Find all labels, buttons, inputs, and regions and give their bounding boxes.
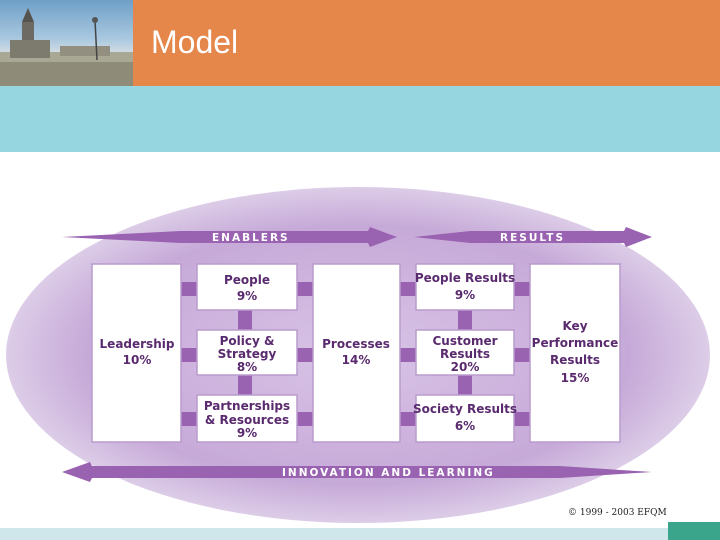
enablers-label: ENABLERS	[212, 232, 290, 244]
customer-results-box	[415, 329, 515, 376]
title-bar: Model	[133, 0, 720, 86]
policy-strategy-box	[196, 329, 298, 376]
people-results-name: People Results	[415, 271, 515, 285]
subtitle-band	[0, 86, 720, 152]
partnerships-line1: Partnerships	[204, 399, 290, 413]
society-results-name: Society Results	[413, 402, 517, 416]
innovation-band: INNOVATION AND LEARNING	[62, 462, 652, 482]
partnerships-resources-box	[196, 394, 298, 443]
leadership-box	[91, 263, 182, 443]
header-photo	[0, 0, 133, 86]
kpr-line1: Key	[562, 319, 587, 333]
people-box	[196, 263, 298, 311]
customer-results-line2: Results	[440, 347, 490, 361]
processes-box	[312, 263, 401, 443]
enablers-band: ENABLERS	[62, 227, 397, 247]
policy-line2: Strategy	[218, 347, 277, 361]
leadership-pct: 10%	[123, 353, 152, 367]
innovation-label: INNOVATION AND LEARNING	[282, 467, 495, 479]
partnerships-pct: 9%	[237, 426, 257, 440]
footer-logo	[668, 522, 720, 540]
footer-strip	[0, 528, 720, 540]
people-results-pct: 9%	[455, 288, 475, 302]
results-label: RESULTS	[500, 232, 565, 244]
processes-name: Processes	[322, 337, 390, 351]
key-performance-results-box	[529, 263, 621, 443]
copyright-text: © 1999 - 2003 EFQM	[568, 508, 667, 518]
people-results-box	[415, 263, 515, 311]
policy-pct: 8%	[237, 360, 257, 374]
results-band: RESULTS	[414, 227, 652, 247]
kpr-line2: Performance	[532, 336, 619, 350]
society-results-pct: 6%	[455, 419, 475, 433]
partnerships-line2: & Resources	[205, 413, 289, 427]
processes-pct: 14%	[342, 353, 371, 367]
people-name: People	[224, 273, 270, 287]
policy-line1: Policy &	[220, 334, 275, 348]
kpr-line3: Results	[550, 353, 600, 367]
leadership-name: Leadership	[100, 337, 175, 351]
cityscape-image	[0, 8, 133, 86]
people-pct: 9%	[237, 289, 257, 303]
kpr-pct: 15%	[561, 371, 590, 385]
customer-results-pct: 20%	[451, 360, 480, 374]
customer-results-line1: Customer	[432, 334, 497, 348]
page-title: Model	[151, 24, 239, 60]
connectors	[181, 282, 530, 426]
society-results-box	[415, 394, 515, 443]
